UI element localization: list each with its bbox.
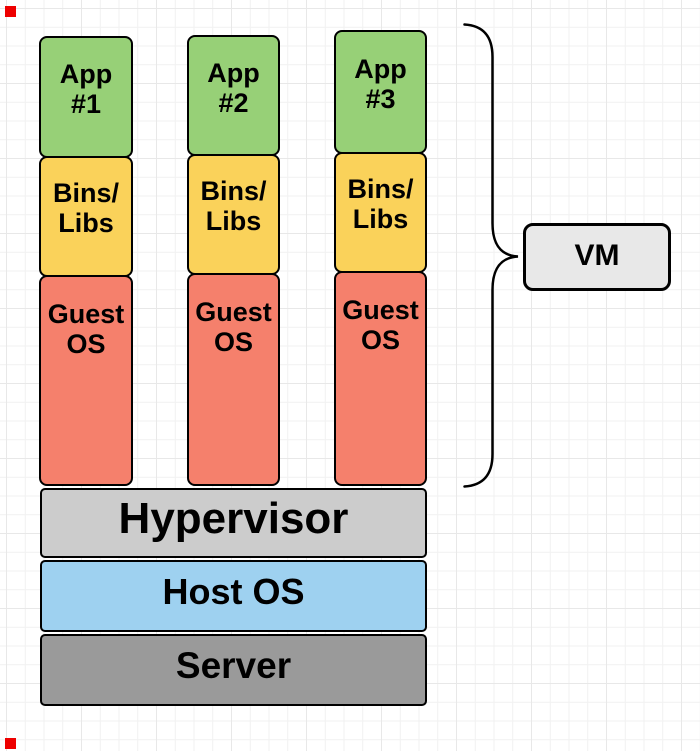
bins-libs3-box: Bins/ Libs xyxy=(334,152,427,273)
bins-libs2-box: Bins/ Libs xyxy=(187,154,280,275)
server-bar: Server xyxy=(40,634,427,706)
hypervisor-bar: Hypervisor xyxy=(40,488,427,558)
red-corner-marker-top-left xyxy=(5,6,16,17)
app3-box: App #3 xyxy=(334,30,427,154)
vm-label-box: VM xyxy=(523,223,671,291)
guest-os1-box: Guest OS xyxy=(39,275,133,486)
bins-libs1-box: Bins/ Libs xyxy=(39,156,133,277)
app1-box: App #1 xyxy=(39,36,133,158)
guest-os3-box: Guest OS xyxy=(334,271,427,486)
guest-os2-box: Guest OS xyxy=(187,273,280,486)
app2-box: App #2 xyxy=(187,35,280,156)
host-os-bar: Host OS xyxy=(40,560,427,632)
red-corner-marker-bottom-left xyxy=(5,738,16,749)
